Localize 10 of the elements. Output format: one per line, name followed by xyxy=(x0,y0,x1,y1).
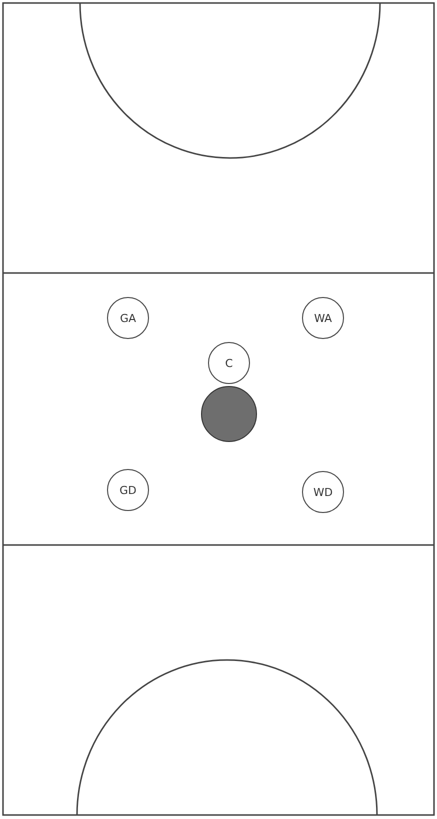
position-label: GA xyxy=(120,312,136,324)
player-circle xyxy=(107,297,149,339)
position-label: GD xyxy=(120,484,136,496)
position-label: WD xyxy=(313,486,333,498)
player-circle xyxy=(208,342,250,384)
player-circle xyxy=(302,471,344,513)
position-label: WA xyxy=(314,312,332,324)
position-label: C xyxy=(225,356,233,370)
player-circle xyxy=(107,469,149,511)
player-circle xyxy=(302,297,344,339)
